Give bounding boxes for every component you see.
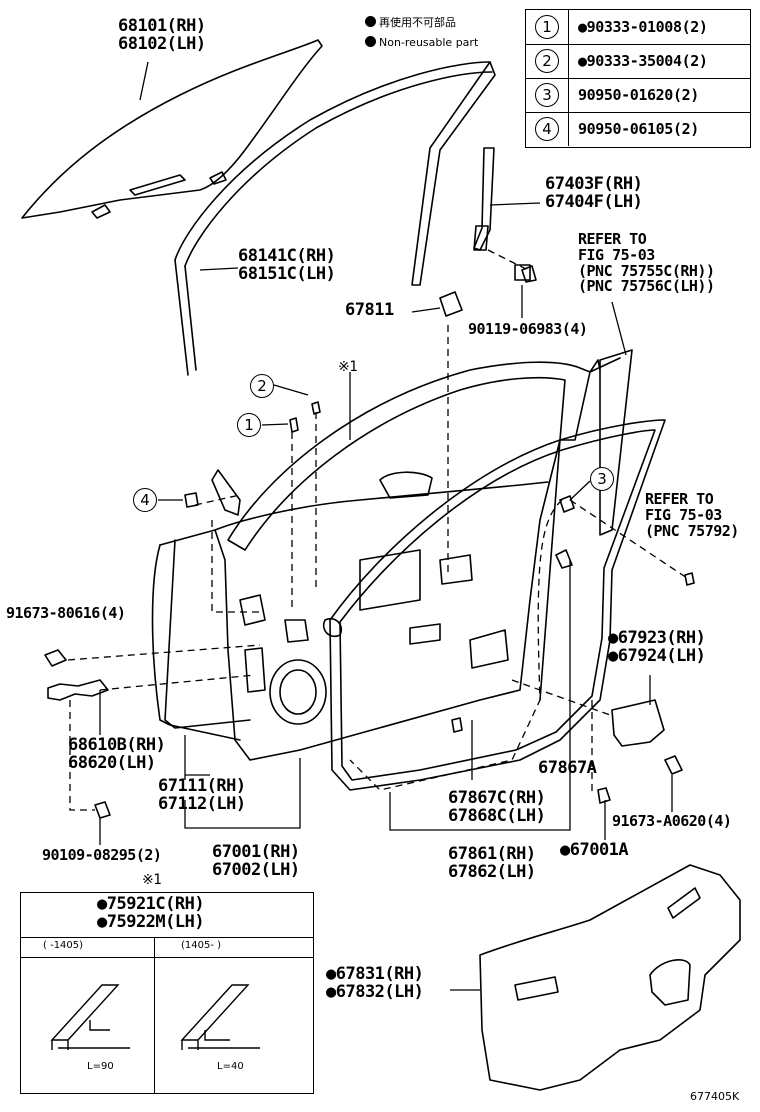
service-hole-cover-illustration <box>479 864 741 1091</box>
clip-label[interactable]: 67867C(RH)67868C(LH) <box>448 788 546 826</box>
inset-part-label[interactable]: ●75921C(RH)●75922M(LH) <box>97 894 205 932</box>
table-part-number: ●90333-35004(2) <box>578 52 708 70</box>
clip-67811-illustration <box>439 291 463 317</box>
screw-91673-label[interactable]: 91673-A0620(4) <box>612 812 732 830</box>
table-row: 3 90950-01620(2) <box>526 78 750 113</box>
legend-jp: 再使用不可部品 <box>365 14 456 30</box>
fastener-table: 1 ●90333-01008(2) 2 ●90333-35004(2) 3 90… <box>525 9 751 148</box>
table-row: 1 ●90333-01008(2) <box>526 10 750 45</box>
table-part-number: 90950-06105(2) <box>578 120 699 138</box>
inset-subheader: ( -1405) (1405- ) <box>21 937 313 958</box>
door-outer-panel <box>164 539 251 729</box>
inset-dim-right: L=40 <box>217 1061 244 1072</box>
legend-en: Non-reusable part <box>365 36 478 49</box>
part-67811-label[interactable]: 67811 <box>345 300 394 320</box>
bullet-icon <box>365 16 376 27</box>
callout-1[interactable]: 1 <box>237 413 261 437</box>
inset-header: ●75921C(RH)●75922M(LH) <box>21 893 313 938</box>
door-assy-label[interactable]: 67001(RH)67002(LH) <box>212 842 300 880</box>
callout-2[interactable]: 2 <box>250 374 274 398</box>
moulding-inset: ●75921C(RH)●75922M(LH) ( -1405) (1405- )… <box>20 892 314 1094</box>
inset-col-right: (1405- ) <box>181 940 222 951</box>
callout-number: 1 <box>535 15 559 39</box>
table-part-number: 90950-01620(2) <box>578 86 699 104</box>
bolt-90119-label[interactable]: 90119-06983(4) <box>468 320 588 338</box>
run-channel-illustration <box>174 61 496 376</box>
figure-id: 677405K <box>690 1090 740 1103</box>
inset-marker: ※1 <box>142 872 162 888</box>
run-channel-label[interactable]: 68141C(RH)68151C(LH) <box>238 246 336 284</box>
cover-label[interactable]: ●67923(RH)●67924(LH) <box>608 628 706 666</box>
door-panel-label[interactable]: 67111(RH)67112(LH) <box>158 776 246 814</box>
door-glass-illustration <box>21 39 323 219</box>
glass-label[interactable]: 68101(RH)68102(LH) <box>118 16 206 54</box>
part-67867a-label[interactable]: 67867A <box>538 758 597 778</box>
inset-divider <box>154 937 155 1093</box>
callout-4[interactable]: 4 <box>133 488 157 512</box>
hinge-bolt-label[interactable]: 91673-80616(4) <box>6 604 126 622</box>
callout-number: 2 <box>535 49 559 73</box>
hinge-label[interactable]: 68610B(RH)68620(LH) <box>68 735 166 773</box>
inset-dim-left: L=90 <box>87 1061 114 1072</box>
small-cover-illustration <box>611 699 665 747</box>
part-67001a-label[interactable]: ●67001A <box>560 840 629 860</box>
marker-note-1: ※1 <box>338 359 358 375</box>
table-row: 4 90950-06105(2) <box>526 112 750 146</box>
bullet-icon <box>365 36 376 47</box>
service-hole-cover-label[interactable]: ●67831(RH)●67832(LH) <box>326 964 424 1002</box>
callout-number: 4 <box>535 117 559 141</box>
rear-run-label[interactable]: 67403F(RH)67404F(LH) <box>545 174 643 212</box>
table-row: 2 ●90333-35004(2) <box>526 44 750 79</box>
rear-run-illustration <box>473 147 531 281</box>
weatherstrip-label[interactable]: 67861(RH)67862(LH) <box>448 844 536 882</box>
callout-number: 3 <box>535 83 559 107</box>
table-part-number: ●90333-01008(2) <box>578 18 708 36</box>
inset-col-left: ( -1405) <box>43 940 84 951</box>
bolt-90109-label[interactable]: 90109-08295(2) <box>42 846 162 864</box>
callout-3[interactable]: 3 <box>590 467 614 491</box>
